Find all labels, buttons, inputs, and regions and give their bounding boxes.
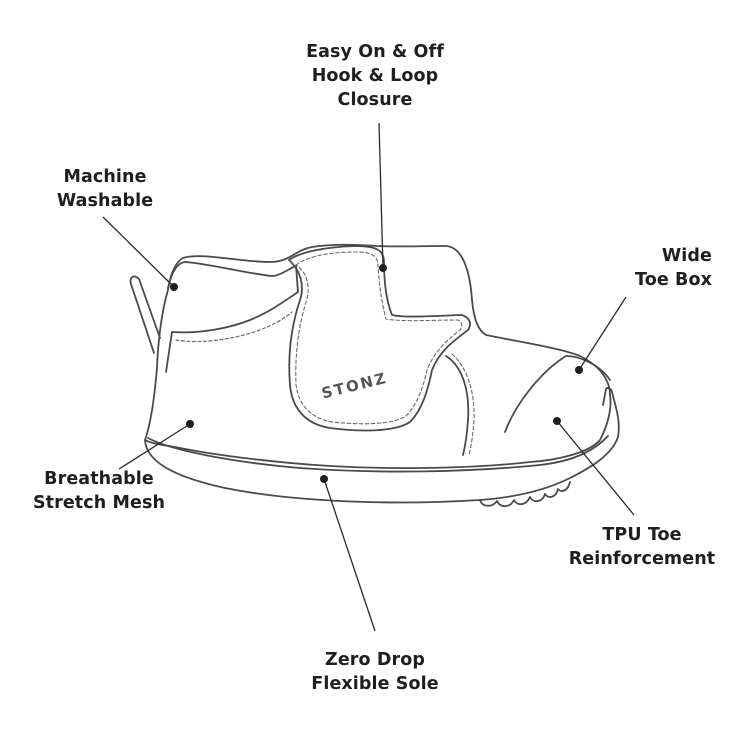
callout-closure-line3: Closure: [337, 90, 413, 110]
dot-washable: [170, 283, 178, 291]
callout-closure: Easy On & Off Hook & Loop Closure: [290, 40, 460, 112]
leader-tpu: [556, 420, 635, 516]
dot-toe-box: [575, 366, 583, 374]
callout-toe-box-line2: Toe Box: [635, 270, 712, 290]
hook-loop-strap: [288, 245, 471, 432]
collar-inner: [165, 331, 173, 373]
callout-mesh-line1: Breathable: [44, 469, 154, 489]
leader-washable: [102, 216, 175, 288]
callout-closure-line2: Hook & Loop: [311, 66, 439, 86]
callout-toe-box: Wide Toe Box: [600, 244, 712, 292]
midsole: [147, 435, 609, 473]
callout-mesh-line2: Stretch Mesh: [32, 493, 166, 513]
callout-closure-line1: Easy On & Off: [306, 42, 444, 62]
dot-mesh: [186, 420, 194, 428]
callout-sole-line1: Zero Drop: [325, 650, 425, 670]
dot-tpu: [553, 417, 561, 425]
leader-mesh: [118, 423, 191, 470]
callout-toe-box-line1: Wide: [661, 246, 712, 266]
callout-mesh: Breathable Stretch Mesh: [14, 467, 184, 515]
callout-sole-line2: Flexible Sole: [311, 674, 439, 694]
callout-washable-line1: Machine: [63, 167, 147, 187]
side-panel: [445, 355, 470, 456]
dot-closure: [379, 264, 387, 272]
leader-closure: [378, 122, 384, 269]
callout-tpu-line2: Reinforcement: [568, 549, 716, 569]
leader-toe-box: [578, 296, 627, 371]
dot-sole: [320, 475, 328, 483]
toe-cap: [504, 355, 611, 433]
leader-sole: [323, 478, 376, 632]
brand-logo: STONZ: [320, 369, 390, 403]
callout-tpu-line1: TPU Toe: [602, 525, 682, 545]
callout-washable-line2: Washable: [56, 191, 154, 211]
shoe-upper: [144, 243, 612, 469]
callout-washable: Machine Washable: [40, 165, 170, 213]
collar-opening: [167, 261, 299, 334]
callout-tpu: TPU Toe Reinforcement: [566, 523, 718, 571]
heel-pull-tab: [129, 275, 161, 354]
shoe-sole: [144, 387, 620, 504]
callout-sole: Zero Drop Flexible Sole: [295, 648, 455, 696]
sole-tread: [479, 481, 571, 508]
